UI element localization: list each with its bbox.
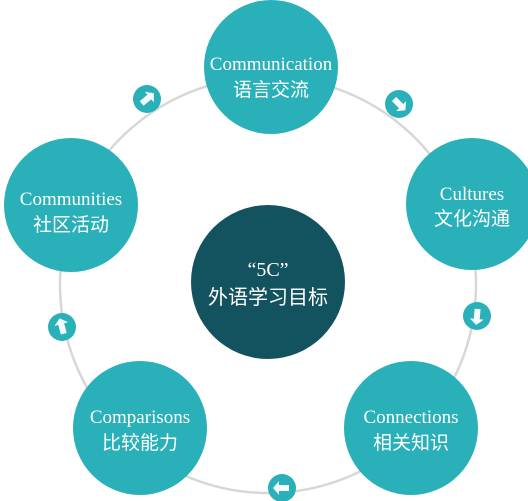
node-cultures-en: Cultures xyxy=(440,184,504,205)
node-cultures: Cultures 文化沟通 xyxy=(406,138,528,270)
node-communities-zh: 社区活动 xyxy=(33,214,109,236)
center-subtitle: 外语学习目标 xyxy=(208,285,328,309)
arrow-communities-to-communication xyxy=(133,85,161,113)
node-comparisons-zh: 比较能力 xyxy=(102,432,178,454)
node-communication: Communication 语言交流 xyxy=(204,0,338,134)
node-connections: Connections 相关知识 xyxy=(344,361,478,495)
arrow-down-icon xyxy=(469,308,484,325)
arrow-up-icon xyxy=(54,318,68,335)
arrow-up-right-icon xyxy=(139,91,154,106)
node-communication-zh: 语言交流 xyxy=(233,79,309,101)
node-cultures-zh: 文化沟通 xyxy=(434,208,510,230)
node-communities-en: Communities xyxy=(20,189,122,210)
node-comparisons-en: Comparisons xyxy=(90,407,190,428)
center-title: “5C” xyxy=(247,259,288,281)
node-connections-zh: 相关知识 xyxy=(373,432,449,454)
center-node: “5C” 外语学习目标 xyxy=(191,205,345,359)
node-connections-en: Connections xyxy=(364,407,459,428)
arrow-down-right-icon xyxy=(391,96,407,112)
node-comparisons: Comparisons 比较能力 xyxy=(73,361,207,495)
node-communities: Communities 社区活动 xyxy=(4,138,138,272)
node-communication-en: Communication xyxy=(210,54,333,75)
arrow-connections-to-comparisons xyxy=(268,474,296,501)
arrow-left-icon xyxy=(273,481,289,495)
arrow-communication-to-cultures xyxy=(385,90,413,118)
arrow-comparisons-to-communities xyxy=(48,313,76,341)
arrow-cultures-to-connections xyxy=(463,302,491,330)
